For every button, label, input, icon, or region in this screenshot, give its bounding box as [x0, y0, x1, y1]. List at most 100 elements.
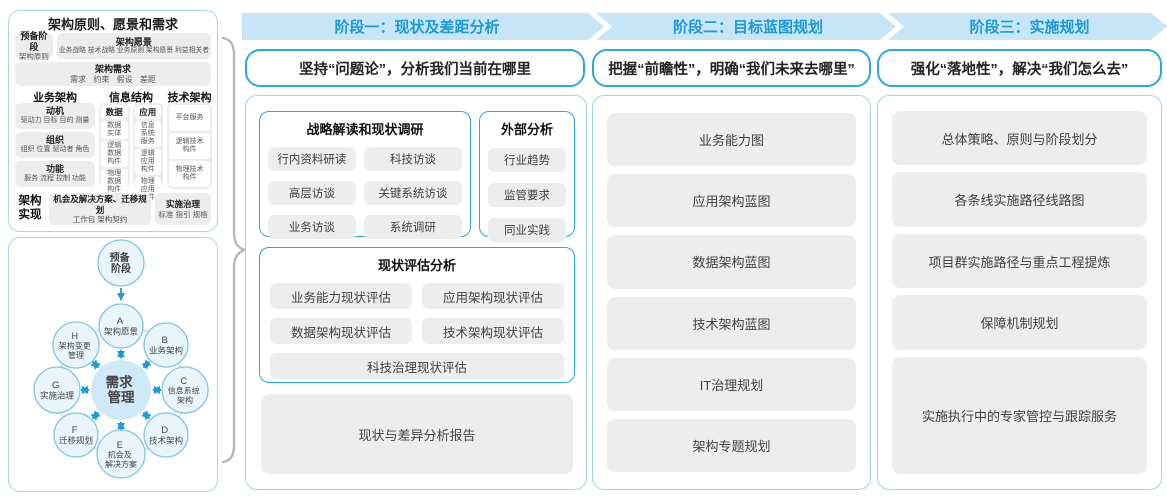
svg-text:C 信息系统 架构: C 信息系统 架构 — [168, 376, 203, 405]
node-a-architecture-vision: A 架构愿景 — [98, 303, 144, 349]
research-item: 关键系统访谈 — [363, 181, 462, 205]
phase1-header-band: 阶段一：现状及差距分析 — [242, 13, 604, 40]
external-item: 监管要求 — [488, 183, 566, 207]
information-structure-column: 信息结构 数据 数据实体 逻辑数据构件 物理数据构件 应用 信息系统服务 逻辑应… — [99, 89, 163, 204]
technology-item: 平台服务 — [169, 105, 210, 131]
node-h-architecture-change-management: H 架构变更 管理 — [52, 321, 100, 369]
business-architecture-column: 业务架构 动机 驱动力 目标 目的 测量 组织 组织 位置 驱动者 角色 功能 … — [15, 89, 95, 189]
node-requirements-management: 需求 管理 — [91, 360, 151, 420]
assessment-item: 数据架构现状评估 — [270, 318, 412, 344]
assessment-item: 技术架构现状评估 — [422, 318, 564, 344]
phase3-item: 各条线实施路径线路图 — [892, 172, 1147, 227]
phase3-header-text: 阶段三：实施规划 — [969, 19, 1090, 36]
function-box: 功能 服务 流程 控制 功能 — [15, 161, 95, 187]
phase2-item: 架构专题规划 — [607, 418, 856, 473]
governance-title: 实施治理 — [165, 199, 200, 210]
node-g-implementation-governance: G 实施治理 — [33, 366, 81, 414]
research-item: 科技访谈 — [363, 147, 462, 171]
external-item: 行业趋势 — [488, 148, 566, 172]
organization-sub: 组织 位置 驱动者 角色 — [20, 146, 90, 154]
function-title: 功能 — [45, 164, 64, 175]
phase3-subtitle: 强化“落地性”，解决“我们怎么去” — [877, 49, 1162, 87]
application-column: 应用 信息系统服务 逻辑应用构件 物理应用构件 — [132, 103, 163, 204]
phase2-header-text: 阶段二：目标蓝图规划 — [672, 19, 823, 36]
technology-architecture-column: 技术架构 平台服务 逻辑技术构件 物理技术构件 — [167, 89, 212, 189]
strategy-research-title: 战略解读和现状调研 — [306, 122, 424, 137]
requirements-title: 架构需求 — [94, 63, 131, 74]
assessment-item: 科技治理现状评估 — [270, 353, 564, 379]
motivation-sub: 驱动力 目标 目的 测量 — [20, 117, 90, 125]
motivation-box: 动机 驱动力 目标 目的 测量 — [15, 103, 95, 129]
node-c-information-systems-architecture: C 信息系统 架构 — [161, 366, 209, 414]
svg-text:H 架构变更 管理: H 架构变更 管理 — [59, 331, 94, 360]
external-analysis-box: 外部分析 行业趋势 监管要求 同业实践 — [479, 111, 575, 242]
adm-cycle-panel: 预备 阶段 需求 管理 — [8, 237, 218, 492]
data-item: 数据实体 — [101, 121, 128, 140]
architecture-vision-box: 架构愿景 业务战略 技术战略 业务原则 架构愿景 利益相关者 — [56, 33, 211, 59]
technology-item: 物理技术构件 — [169, 161, 210, 187]
current-state-assessment-box: 现状评估分析 业务能力现状评估 应用架构现状评估 数据架构现状评估 技术架构现状… — [259, 247, 575, 383]
phase1-header-text: 阶段一：现状及差距分析 — [334, 19, 500, 36]
technology-architecture-title: 技术架构 — [167, 92, 212, 104]
motivation-title: 动机 — [45, 106, 64, 117]
architecture-content-framework-panel: 架构原则、愿景和需求 预备阶段 架构原则 架构愿景 业务战略 技术战略 业务原则… — [8, 10, 218, 232]
phase2-item: 数据架构蓝图 — [607, 235, 856, 289]
phase3-header-band: 阶段三：实施规划 — [888, 13, 1167, 40]
phase2-item: 技术架构蓝图 — [607, 296, 856, 350]
realization-label: 架构实现 — [18, 195, 42, 221]
node-prep-phase: 预备 阶段 — [97, 239, 145, 287]
assessment-item: 业务能力现状评估 — [270, 283, 412, 309]
research-item: 高层访谈 — [268, 181, 356, 205]
phase3-item: 保障机制规划 — [892, 295, 1147, 350]
node-e-opportunities-solutions: E 机会及 解决方案 — [96, 429, 146, 479]
requirements-sub: 需求 约束 假设 差距 — [70, 74, 156, 84]
svg-text:A 架构愿景: A 架构愿景 — [104, 316, 138, 337]
architecture-sections: 业务架构 动机 驱动力 目标 目的 测量 组织 组织 位置 驱动者 角色 功能 … — [15, 89, 213, 204]
architecture-requirements-box: 架构需求 需求 约束 假设 差距 — [15, 62, 211, 86]
research-item: 系统调研 — [363, 215, 462, 239]
framework-panel-title: 架构原则、愿景和需求 — [47, 17, 178, 32]
gap-analysis-report-box: 现状与差异分析报告 — [261, 394, 573, 474]
assessment-title: 现状评估分析 — [377, 258, 456, 273]
vision-sub: 业务战略 技术战略 业务原则 架构愿景 利益相关者 — [58, 47, 209, 55]
opportunities-title: 机会及解决方案、迁移规划 — [53, 194, 147, 215]
svg-text:需求 管理: 需求 管理 — [106, 374, 137, 405]
phase1-subtitle: 坚持“问题论”，分析我们当前在哪里 — [245, 49, 585, 87]
opportunities-migration-box: 机会及解决方案、迁移规划 工作包 架构契约 — [49, 193, 151, 225]
grouping-brace — [221, 36, 247, 464]
svg-text:D 技术架构: D 技术架构 — [149, 425, 183, 446]
application-item: 信息系统服务 — [134, 121, 161, 148]
research-item: 行内资料研读 — [268, 147, 356, 171]
center-node-arrows — [80, 349, 162, 431]
external-item: 同业实践 — [488, 218, 566, 242]
data-column: 数据 数据实体 逻辑数据构件 物理数据构件 — [99, 103, 130, 196]
phase2-item: IT治理规划 — [607, 357, 856, 411]
application-column-title: 应用 — [134, 105, 161, 119]
data-item: 物理数据构件 — [101, 169, 128, 196]
prep-phase-sub: 架构原则 — [18, 52, 49, 62]
data-item: 逻辑数据构件 — [101, 141, 128, 168]
node-f-migration-planning: F 迁移规划 — [53, 412, 99, 458]
phase2-item: 业务能力图 — [607, 113, 856, 167]
opportunities-sub: 工作包 架构契约 — [72, 214, 128, 224]
phase3-panel: 总体策略、原则与阶段划分 各条线实施路径线路图 项目群实施路径与重点工程提炼 保… — [877, 95, 1162, 490]
adm-cycle-diagram: 预备 阶段 需求 管理 — [33, 239, 209, 479]
data-column-title: 数据 — [101, 105, 128, 119]
organization-box: 组织 组织 位置 驱动者 角色 — [15, 132, 95, 158]
prep-phase-title: 预备阶段 — [20, 30, 48, 52]
node-d-technology-architecture: D 技术架构 — [143, 412, 189, 458]
external-analysis-title: 外部分析 — [500, 122, 553, 137]
prep-vision-row: 预备阶段 架构原则 架构愿景 业务战略 技术战略 业务原则 架构愿景 利益相关者 — [15, 30, 211, 62]
svg-text:B 业务架构: B 业务架构 — [149, 335, 183, 356]
phase3-item: 实施执行中的专家管控与跟踪服务 — [892, 356, 1147, 474]
svg-text:F 迁移规划: F 迁移规划 — [59, 425, 93, 446]
governance-sub: 标准 指引 规格 — [158, 209, 208, 219]
organization-title: 组织 — [45, 135, 64, 146]
phase3-item: 项目群实施路径与重点工程提炼 — [892, 233, 1147, 289]
phase2-panel: 业务能力图 应用架构蓝图 数据架构蓝图 技术架构蓝图 IT治理规划 架构专题规划 — [592, 95, 871, 490]
function-sub: 服务 流程 控制 功能 — [24, 175, 86, 183]
research-item: 业务访谈 — [268, 215, 356, 239]
vision-title: 架构愿景 — [115, 36, 152, 47]
architecture-realization-row: 架构实现 机会及解决方案、迁移规划 工作包 架构契约 实施治理 标准 指引 规格 — [15, 193, 211, 225]
